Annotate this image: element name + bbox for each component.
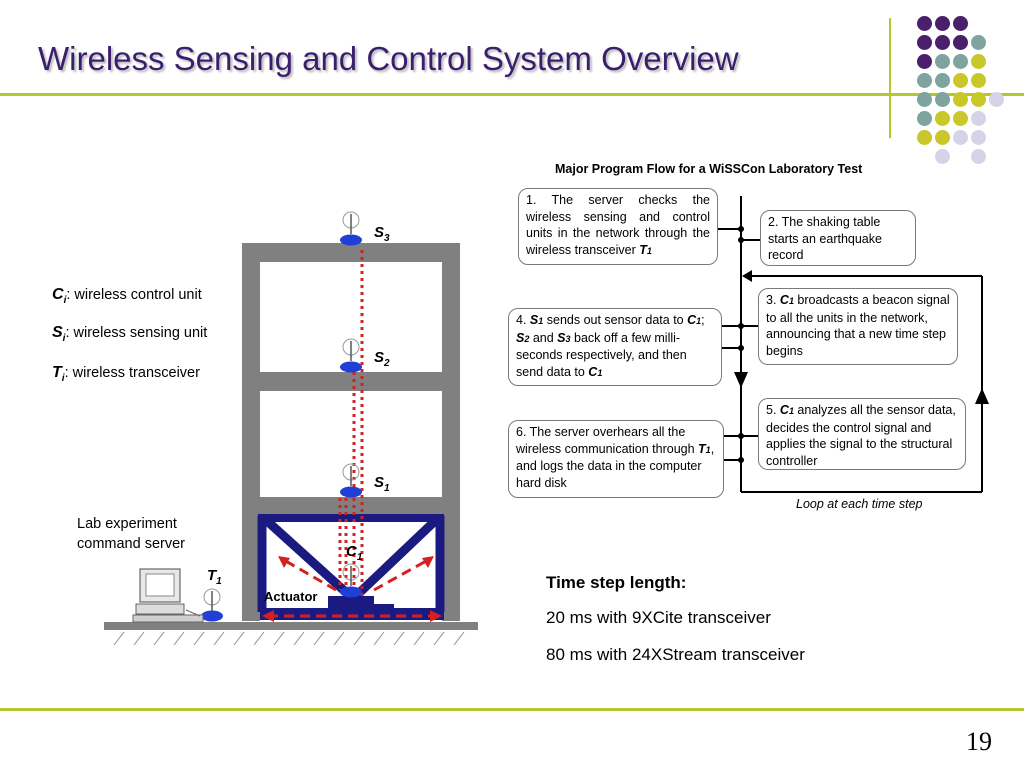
- label-c1: C1: [346, 543, 363, 563]
- label-s2: S2: [374, 349, 390, 369]
- time-step-line2: 80 ms with 24XStream transceiver: [546, 645, 805, 664]
- server-label-line1: Lab experiment: [77, 516, 177, 532]
- flow-step-1: 1. The server checks the wireless sensin…: [518, 188, 718, 265]
- flow-step-5: 5. C1 analyzes all the sensor data, deci…: [758, 398, 966, 470]
- right-column: [442, 243, 460, 621]
- time-step-line1: 20 ms with 9XCite transceiver: [546, 608, 771, 627]
- sensor-unit-s3: [340, 211, 362, 246]
- slide-title: Wireless Sensing and Control System Over…: [38, 40, 739, 77]
- page-number: 19: [966, 727, 992, 756]
- flow-step-6: 6. The server overhears all the wireless…: [508, 420, 724, 498]
- label-s3: S3: [374, 224, 390, 244]
- third-floor-slab: [242, 372, 460, 391]
- title-divider: [889, 18, 891, 138]
- diagonal-brace: [257, 516, 445, 612]
- flow-step-3: 3. C1 broadcasts a beacon signal to all …: [758, 288, 958, 365]
- flow-arrowheads: [734, 270, 989, 404]
- footer-line: [0, 708, 1024, 711]
- actuation-arrows: [268, 558, 436, 618]
- title-underline: [0, 93, 1024, 96]
- label-t1: T1: [207, 567, 222, 587]
- second-floor-slab: [242, 497, 460, 516]
- roof-slab: [242, 243, 460, 262]
- flow-junctions: [738, 226, 744, 463]
- sensor-unit-s2: [340, 338, 362, 373]
- server-label-line2: command server: [77, 536, 185, 552]
- left-column: [242, 243, 260, 621]
- brace-top-plate: [258, 514, 444, 522]
- sensor-unit-s1: [340, 463, 362, 498]
- control-unit-c1: [340, 563, 362, 598]
- computer-icon: [132, 568, 204, 623]
- legend-sensing-unit: Si: wireless sensing unit: [52, 324, 208, 344]
- loop-caption: Loop at each time step: [796, 497, 923, 511]
- actuator-label: Actuator: [264, 589, 318, 604]
- flow-step-4: 4. S1 sends out sensor data to C1; S2 an…: [508, 308, 722, 386]
- flow-title: Major Program Flow for a WiSSCon Laborat…: [555, 162, 863, 176]
- signal-paths: [338, 250, 364, 596]
- arrow-heads: [262, 556, 442, 622]
- flow-step-2: 2. The shaking table starts an earthquak…: [760, 210, 916, 266]
- legend-control-unit: Ci: wireless control unit: [52, 286, 202, 306]
- actuator-step: [372, 604, 394, 620]
- ground-hatching: [113, 631, 465, 646]
- label-s1: S1: [374, 474, 390, 494]
- transceiver-t1: [201, 588, 223, 622]
- ground: [104, 622, 478, 630]
- time-step-heading: Time step length:: [546, 573, 687, 592]
- legend-transceiver: Ti: wireless transceiver: [52, 364, 200, 384]
